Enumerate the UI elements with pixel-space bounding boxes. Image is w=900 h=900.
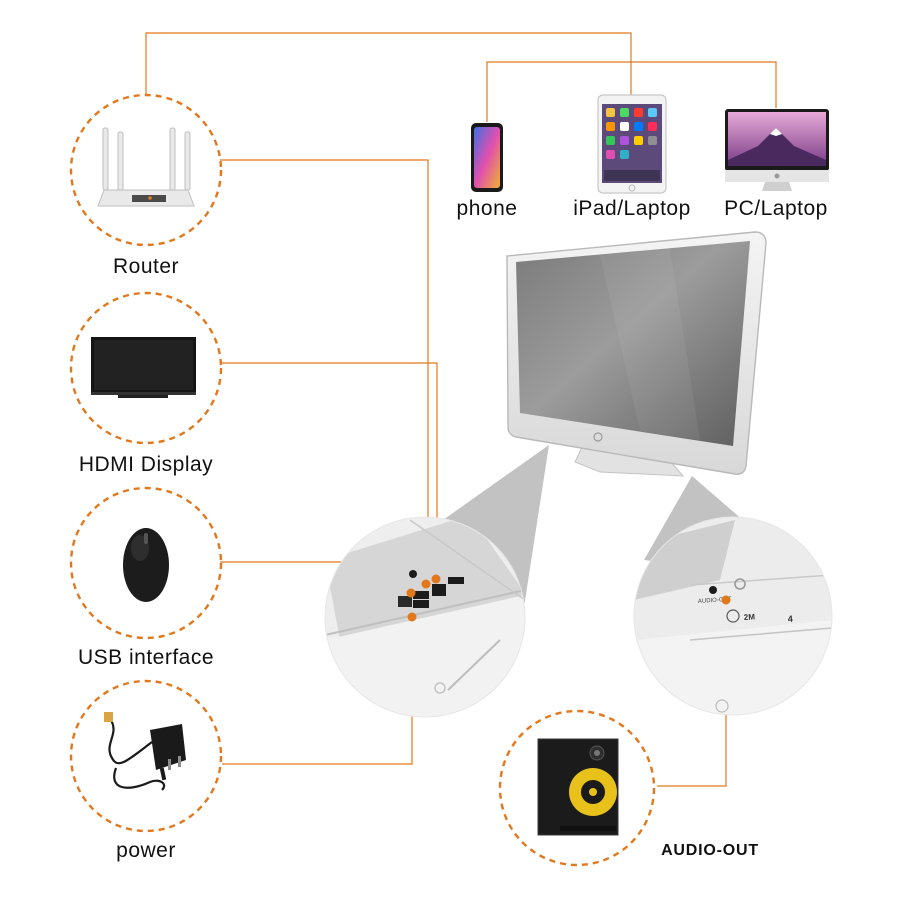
hdmi-display-label: HDMI Display — [78, 453, 214, 476]
power-label: power — [116, 839, 176, 862]
all-in-one-monitor — [506, 231, 767, 477]
monitor-screen — [516, 241, 750, 446]
power-circle — [69, 679, 223, 833]
speaker-icon — [537, 738, 619, 836]
tablet-icon — [597, 94, 667, 194]
pc-laptop-label: PC/Laptop — [724, 197, 828, 220]
router-label: Router — [112, 255, 180, 278]
phone-icon — [471, 123, 503, 192]
speaker-circle — [498, 709, 656, 867]
right-port-zoom — [634, 517, 832, 715]
usb-port-dot — [406, 588, 416, 598]
mic-port-label: 2M — [744, 612, 756, 622]
usb-port-2 — [413, 600, 429, 608]
ipad-laptop-label: iPad/Laptop — [573, 197, 691, 220]
router-icon — [97, 127, 195, 207]
monitor-power-button — [593, 432, 603, 442]
hdmi-port — [448, 577, 464, 584]
router-to-lan-line — [220, 159, 429, 581]
hdmi-to-port-line — [220, 362, 438, 580]
router-circle — [69, 93, 223, 247]
lan-port-dot — [431, 574, 441, 584]
tv-icon — [91, 337, 196, 398]
hdmi-circle — [69, 291, 223, 445]
mouse-icon — [123, 528, 169, 602]
phone-label: phone — [456, 197, 518, 220]
usb-circle — [69, 486, 223, 640]
lan-port — [432, 584, 446, 596]
power-port-dot — [407, 612, 417, 622]
usb-port-1 — [413, 591, 429, 599]
usb-interface-label: USB interface — [77, 646, 215, 669]
zoom-cone-left — [443, 445, 549, 620]
audio-out-port-label: AUDIO-OUT — [698, 597, 732, 605]
audio-out-label: AUDIO-OUT — [661, 842, 759, 859]
audio-port-dot — [721, 595, 731, 605]
power-adapter-icon — [104, 712, 186, 791]
router-to-clients-line — [145, 32, 632, 96]
audio-jack — [709, 586, 717, 594]
clients-bar-line — [486, 61, 777, 122]
imac-icon — [725, 109, 829, 191]
dc-port — [398, 596, 412, 607]
left-port-zoom — [325, 517, 525, 717]
num-port-label: 4 — [787, 614, 793, 624]
hdmi-port-dot — [421, 579, 431, 589]
